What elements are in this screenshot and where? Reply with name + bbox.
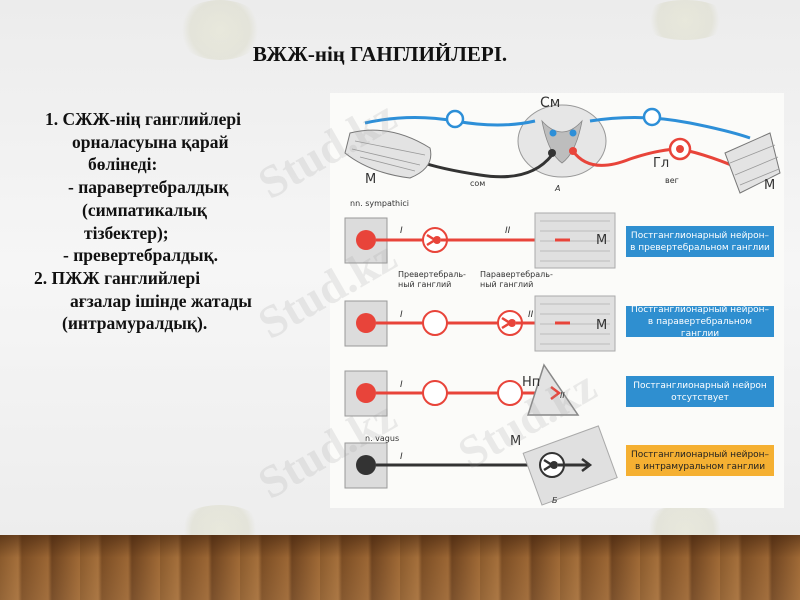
label-gl: Гл xyxy=(653,156,669,171)
label-vagus: n. vagus xyxy=(365,434,399,443)
info-box-line: в интрамуральном ганглии xyxy=(634,461,766,472)
label-prevert2: ный ганглий xyxy=(398,280,451,289)
label-np: Нп xyxy=(522,375,540,390)
watermark-logo xyxy=(175,0,265,60)
label-prevert: Превертебраль- xyxy=(398,270,466,279)
label-ii: II xyxy=(528,310,534,320)
info-box-prevertebral: Постганглионарный нейрон–в превертебраль… xyxy=(626,226,774,257)
label-cm: См xyxy=(540,95,560,111)
info-box-line: Постганглионарный нейрон– xyxy=(630,230,770,241)
label-m: М xyxy=(764,178,775,193)
label-nn-sympathici: nn. sympathici xyxy=(350,199,409,208)
spinal-cord xyxy=(517,104,607,178)
label-i: I xyxy=(400,226,403,236)
label-i: I xyxy=(400,380,403,390)
label-a: А xyxy=(554,184,560,193)
ans-ganglia-figure: См М М Гл сом вег А nn. sympathici xyxy=(330,93,784,508)
info-box-line: Постганглионарный нейрон– xyxy=(630,304,770,315)
body-line: - превертебралдық. xyxy=(63,245,219,266)
watermark-logo xyxy=(640,0,730,40)
label-m: М xyxy=(596,318,607,333)
label-paravert2: ный ганглий xyxy=(480,280,533,289)
slide-body: 1. СЖЖ-нің ганглийлері орналасуына қарай… xyxy=(34,108,324,335)
slide-title: ВЖЖ-нің ГАНГЛИЙЛЕРІ. xyxy=(252,42,508,66)
label-b: Б xyxy=(552,496,558,505)
info-box-line: Постганглионарный нейрон xyxy=(633,380,767,391)
wooden-floor xyxy=(0,535,800,600)
body-line: тізбектер); xyxy=(84,222,169,243)
body-line: 2. ПЖЖ ганглийлері xyxy=(34,267,201,288)
body-line: - паравертебралдық xyxy=(68,177,229,198)
sensory-ganglion-icon xyxy=(642,107,662,127)
info-box-line: в превертебральном ганглии xyxy=(630,242,770,253)
info-box-line: отсутствует xyxy=(671,392,729,403)
row-paravertebral xyxy=(344,295,616,352)
row-prevertebral xyxy=(344,212,616,269)
diagram-svg: См М М Гл сом вег А nn. sympathici xyxy=(344,95,781,506)
body-line: (интрамуралдық). xyxy=(62,313,208,334)
row-vagus xyxy=(344,425,618,506)
label-m: М xyxy=(510,434,521,449)
body-line: бөлінеді: xyxy=(88,154,158,175)
skeletal-muscle-icon xyxy=(344,129,432,179)
info-box-paravertebral: Постганглионарный нейрон–в паравертебрал… xyxy=(626,304,774,339)
info-box-line: в паравертебральном ганглии xyxy=(647,316,753,339)
body-line: ағзалар ішінде жатады xyxy=(70,290,252,311)
label-com: сом xyxy=(470,179,485,188)
body-line: 1. СЖЖ-нің ганглийлері xyxy=(45,109,241,129)
sensory-ganglion-icon xyxy=(445,109,465,129)
body-line: орналасуына қарай xyxy=(72,131,229,152)
label-ii: II xyxy=(505,226,511,236)
label-i: I xyxy=(400,452,403,462)
slide-background: ВЖЖ-нің ГАНГЛИЙЛЕРІ. 1. СЖЖ-нің ганглийл… xyxy=(0,0,800,555)
label-i: I xyxy=(400,310,403,320)
organ-muscle-icon xyxy=(724,132,781,194)
label-veg: вег xyxy=(665,176,679,185)
label-m: М xyxy=(596,233,607,248)
body-line: (симпатикалық xyxy=(82,199,207,220)
info-box-line: Постганглионарный нейрон– xyxy=(630,449,770,460)
label-m: М xyxy=(365,172,376,187)
info-box-intramural: Постганглионарный нейрон–в интрамурально… xyxy=(626,445,774,476)
row-np xyxy=(344,363,580,417)
label-ii: II xyxy=(560,391,565,400)
label-paravert: Паравертебраль- xyxy=(480,270,553,279)
